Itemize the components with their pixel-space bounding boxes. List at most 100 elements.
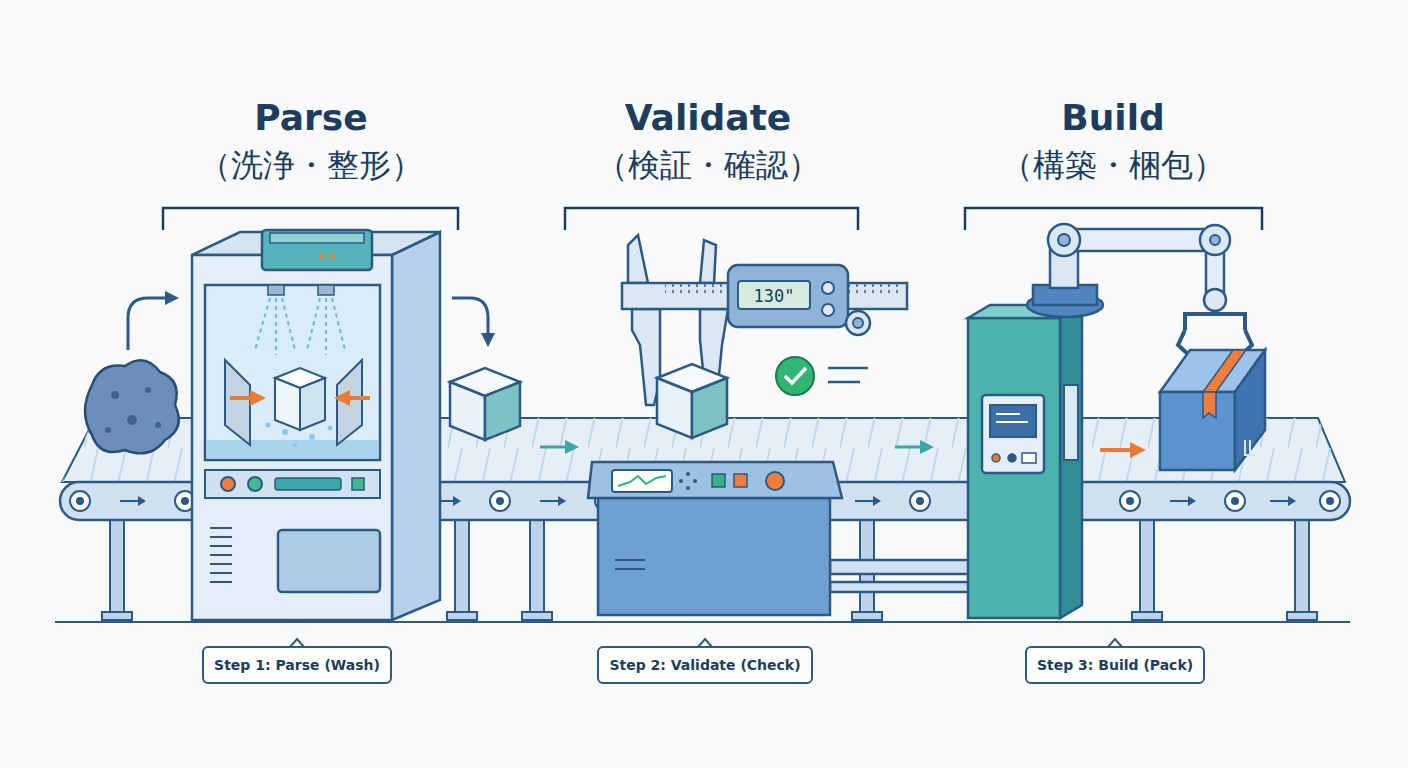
wash-machine [205,285,380,460]
stage-title: Parse [254,98,367,138]
packed-box [1245,440,1255,455]
control-console [588,462,842,498]
wash-machine [330,254,335,259]
stage-subtitle: （構築・梱包） [1001,148,1225,183]
wash-machine [210,554,232,556]
packed-box [1160,350,1265,470]
wash-machine [210,536,232,538]
control-console [686,472,690,476]
conveyor-belt [70,491,90,511]
control-console [598,498,830,615]
conveyor-leg [522,612,552,620]
control-console [830,582,970,592]
wash-machine [328,426,333,431]
measured-cube [657,378,692,438]
wash-machine [392,232,440,620]
wash-machine [221,477,235,491]
wash-machine [352,478,364,490]
conveyor-belt [1320,491,1340,511]
conveyor-belt [1225,491,1245,511]
wash-machine [210,572,232,574]
raw-rock [85,360,179,453]
conveyor-leg [102,612,132,620]
measured-cube [692,378,727,438]
caliper [853,318,863,328]
wash-machine [266,423,271,428]
conveyor-belt [540,496,566,506]
caliper-reading: 130" [754,287,795,306]
build-machine [968,318,1060,618]
wash-machine [270,233,364,243]
step-label-box: Step 3: Build (Pack) [1025,646,1205,684]
raw-rock [145,387,151,393]
wash-machine [230,396,258,400]
control-console [588,462,970,615]
wash-machine [325,298,327,355]
check-mark [828,368,868,382]
wash-machine [207,440,378,458]
clean-cube [450,382,485,440]
conveyor-leg [455,520,469,616]
wash-machine [275,298,277,355]
section-bracket [163,208,1262,230]
packed-box [1203,392,1216,418]
control-console [734,474,747,487]
curved-arrow [452,298,488,340]
wash-machine [282,429,288,435]
control-console [686,486,690,490]
robot-arm [1064,229,1216,251]
wash-machine [318,285,334,295]
raw-rock [105,427,111,433]
wash-machine [210,581,232,583]
step-label: Step 2: Validate (Check) [609,657,800,673]
step-label: Step 3: Build (Pack) [1037,657,1193,673]
conveyor-leg [1295,520,1309,616]
wash-machine [210,528,232,582]
wash-machine [337,360,362,445]
wash-machine [205,470,380,498]
conveyor-belt [490,491,510,511]
control-console [679,479,683,483]
conveyor-belt [1170,496,1196,506]
control-console [612,470,672,492]
control-console [830,560,970,574]
wash-machine [332,298,345,350]
conveyor-leg [530,520,544,616]
raw-rock [85,360,179,453]
wash-machine [210,545,232,547]
clean-cube [485,382,520,440]
control-console [618,476,666,486]
wash-machine [266,423,333,448]
build-machine [1008,454,1016,462]
wash-machine [320,254,325,259]
raw-rock [127,415,137,425]
conveyor-leg [852,612,882,620]
wash-machine [282,298,295,350]
wash-machine [210,563,232,565]
build-machine [1060,305,1082,618]
build-machine [982,395,1044,473]
stage-subtitle: （洗浄・整形） [199,148,423,183]
robot-arm [1204,289,1226,311]
robot-arm [1210,235,1220,245]
robot-arm [1027,224,1252,356]
check-mark [776,357,814,395]
wash-machine [342,396,370,400]
control-console [766,472,784,490]
conveyor-belt [1120,491,1140,511]
caliper [622,235,907,405]
caliper [700,240,716,283]
conveyor-belt [910,491,930,511]
wash-machine [255,298,270,350]
build-machine [990,405,1036,437]
check-mark [776,357,868,395]
robot-arm [1048,224,1080,256]
control-console [693,479,697,483]
wash-machine [307,298,320,350]
control-console [679,472,697,490]
caliper [822,282,834,294]
wash-machine [192,255,392,620]
flow-arrow [895,446,927,449]
conveyor-leg [1140,520,1154,616]
wash-machine [275,478,341,490]
